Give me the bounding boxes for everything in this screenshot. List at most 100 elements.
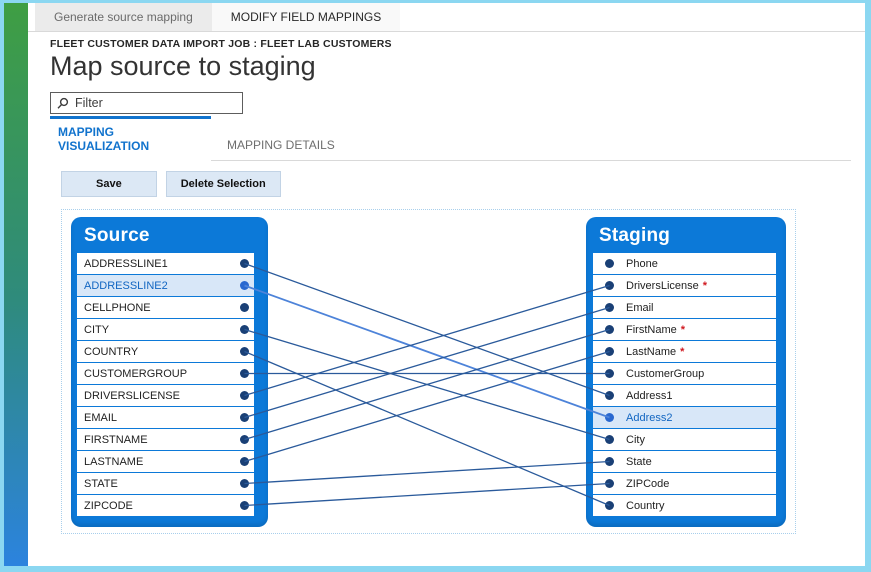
top-tab-bar: Generate source mapping MODIFY FIELD MAP… (28, 3, 865, 32)
staging-field-row-lastname[interactable]: LastName* (593, 341, 776, 362)
staging-connector-dot[interactable] (605, 325, 614, 334)
source-connector-dot[interactable] (240, 501, 249, 510)
source-connector-dot[interactable] (240, 479, 249, 488)
staging-field-label: City (626, 433, 645, 446)
staging-connector-dot[interactable] (605, 413, 614, 422)
source-field-row-addressline2[interactable]: ADDRESSLINE2 (77, 275, 254, 296)
delete-selection-button[interactable]: Delete Selection (165, 171, 281, 197)
source-field-label: STATE (84, 477, 118, 490)
mapping-wire-addressline1[interactable] (244, 262, 610, 397)
staging-field-label: Country (626, 499, 665, 512)
source-field-row-lastname[interactable]: LASTNAME (77, 451, 254, 472)
staging-connector-dot[interactable] (605, 501, 614, 510)
mapping-wire-country[interactable] (244, 350, 610, 507)
source-connector-dot[interactable] (240, 413, 249, 422)
source-field-row-country[interactable]: COUNTRY (77, 341, 254, 362)
main-panel: FLEET CUSTOMER DATA IMPORT JOB : FLEET L… (28, 32, 865, 534)
mapping-wire-state[interactable] (244, 460, 610, 485)
mapping-wire-firstname[interactable] (244, 328, 610, 441)
staging-connector-dot[interactable] (605, 457, 614, 466)
source-field-row-email[interactable]: EMAIL (77, 407, 254, 428)
source-field-row-driverslicense[interactable]: DRIVERSLICENSE (77, 385, 254, 406)
source-connector-dot[interactable] (240, 325, 249, 334)
page-title: Map source to staging (50, 51, 316, 81)
content-area: Generate source mapping MODIFY FIELD MAP… (28, 3, 865, 566)
staging-field-label: DriversLicense (626, 279, 699, 292)
view-tab-strip: MAPPING VISUALIZATION MAPPING DETAILS (50, 116, 851, 161)
staging-field-row-city[interactable]: City (593, 429, 776, 450)
source-connector-dot[interactable] (240, 435, 249, 444)
source-connector-dot[interactable] (240, 259, 249, 268)
source-field-label: LASTNAME (84, 455, 144, 468)
source-field-label: DRIVERSLICENSE (84, 389, 180, 402)
staging-field-row-zipcode[interactable]: ZIPCode (593, 473, 776, 494)
source-field-row-firstname[interactable]: FIRSTNAME (77, 429, 254, 450)
staging-connector-dot[interactable] (605, 259, 614, 268)
source-field-label: EMAIL (84, 411, 118, 424)
source-field-row-addressline1[interactable]: ADDRESSLINE1 (77, 253, 254, 274)
source-field-row-customergroup[interactable]: CUSTOMERGROUP (77, 363, 254, 384)
staging-field-row-driverslicense[interactable]: DriversLicense* (593, 275, 776, 296)
source-field-label: CELLPHONE (84, 301, 151, 314)
mapping-wire-zipcode[interactable] (244, 482, 610, 507)
source-field-row-cellphone[interactable]: CELLPHONE (77, 297, 254, 318)
staging-connector-dot[interactable] (605, 303, 614, 312)
staging-field-label: State (626, 455, 652, 468)
source-field-row-state[interactable]: STATE (77, 473, 254, 494)
filter-box[interactable] (50, 92, 243, 114)
staging-field-row-firstname[interactable]: FirstName* (593, 319, 776, 340)
source-connector-dot[interactable] (240, 281, 249, 290)
mapping-wire-email[interactable] (244, 306, 610, 419)
required-marker: * (702, 279, 708, 292)
staging-field-row-phone[interactable]: Phone (593, 253, 776, 274)
source-field-label: ADDRESSLINE1 (84, 257, 168, 270)
required-marker: * (680, 323, 686, 336)
staging-field-row-address1[interactable]: Address1 (593, 385, 776, 406)
staging-field-row-state[interactable]: State (593, 451, 776, 472)
toolbar: Save Delete Selection (61, 171, 851, 197)
source-field-row-zipcode[interactable]: ZIPCODE (77, 495, 254, 516)
source-field-label: COUNTRY (84, 345, 139, 358)
source-connector-dot[interactable] (240, 391, 249, 400)
mapping-wire-lastname[interactable] (244, 350, 610, 463)
staging-field-row-country[interactable]: Country (593, 495, 776, 516)
source-field-label: CUSTOMERGROUP (84, 367, 188, 380)
source-connector-dot[interactable] (240, 457, 249, 466)
mapping-wire-addressline2[interactable] (244, 284, 610, 419)
staging-field-row-email[interactable]: Email (593, 297, 776, 318)
source-connector-dot[interactable] (240, 347, 249, 356)
tab-modify-field-mappings[interactable]: MODIFY FIELD MAPPINGS (211, 3, 401, 31)
accent-gradient-bar (4, 3, 28, 566)
staging-field-label: Address2 (626, 411, 673, 424)
tab-mapping-visualization[interactable]: MAPPING VISUALIZATION (50, 116, 211, 161)
save-button[interactable]: Save (61, 171, 157, 197)
tab-mapping-details[interactable]: MAPPING DETAILS (227, 138, 335, 152)
mapping-wire-city[interactable] (244, 328, 610, 441)
filter-input[interactable] (75, 96, 237, 110)
staging-connector-dot[interactable] (605, 281, 614, 290)
source-connector-dot[interactable] (240, 303, 249, 312)
staging-field-row-customergroup[interactable]: CustomerGroup (593, 363, 776, 384)
staging-field-label: Phone (626, 257, 658, 270)
breadcrumb: FLEET CUSTOMER DATA IMPORT JOB : FLEET L… (50, 38, 392, 50)
source-connector-dot[interactable] (240, 369, 249, 378)
staging-connector-dot[interactable] (605, 347, 614, 356)
staging-connector-dot[interactable] (605, 435, 614, 444)
staging-connector-dot[interactable] (605, 369, 614, 378)
staging-connector-dot[interactable] (605, 391, 614, 400)
source-field-row-city[interactable]: CITY (77, 319, 254, 340)
staging-field-label: Address1 (626, 389, 673, 402)
staging-box-title: Staging (599, 225, 671, 246)
source-field-label: FIRSTNAME (84, 433, 148, 446)
staging-field-row-address2[interactable]: Address2 (593, 407, 776, 428)
mapping-wire-driverslicense[interactable] (244, 284, 610, 397)
staging-connector-dot[interactable] (605, 479, 614, 488)
tab-generate-source-mapping[interactable]: Generate source mapping (35, 3, 212, 31)
staging-field-label: Email (626, 301, 654, 314)
source-box-title: Source (84, 225, 150, 246)
